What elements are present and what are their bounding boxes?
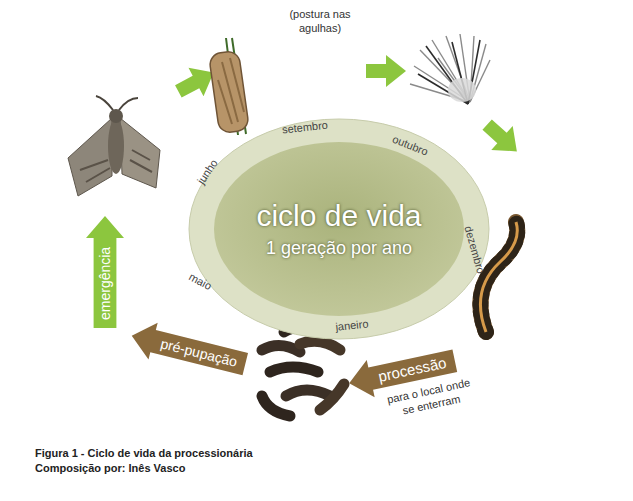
arrow-text: pré-pupação [157, 329, 241, 377]
moth-picture [68, 96, 160, 196]
figure-caption: Figura 1 - Ciclo de vida da processionár… [35, 447, 253, 461]
cycle-arrow [366, 55, 406, 87]
stage-arrow: pré-pupação [128, 321, 249, 378]
stage-arrow: processãopara o local onde se enterram [346, 346, 458, 398]
cycle-subtitle: 1 geração por ano [266, 238, 412, 260]
cycle-ellipse: ciclo de vida 1 geração por ano [188, 118, 490, 340]
credit-line: Composição por: Inês Vasco [35, 462, 185, 476]
cycle-arrow [476, 113, 527, 164]
cycle-title: ciclo de vida [256, 198, 421, 234]
egg-sleeve-picture [209, 38, 250, 135]
ellipse-inner [214, 142, 464, 316]
larvae-cluster-picture [262, 327, 344, 416]
arrow-body [127, 317, 250, 382]
stage-note: (postura nas agulhas) [284, 8, 356, 36]
nest-picture [410, 34, 490, 104]
arrow-body [86, 216, 124, 328]
stage-arrow: emergência [90, 216, 120, 328]
arrow-text: emergência [90, 247, 120, 320]
ellipse-ring [189, 119, 489, 339]
